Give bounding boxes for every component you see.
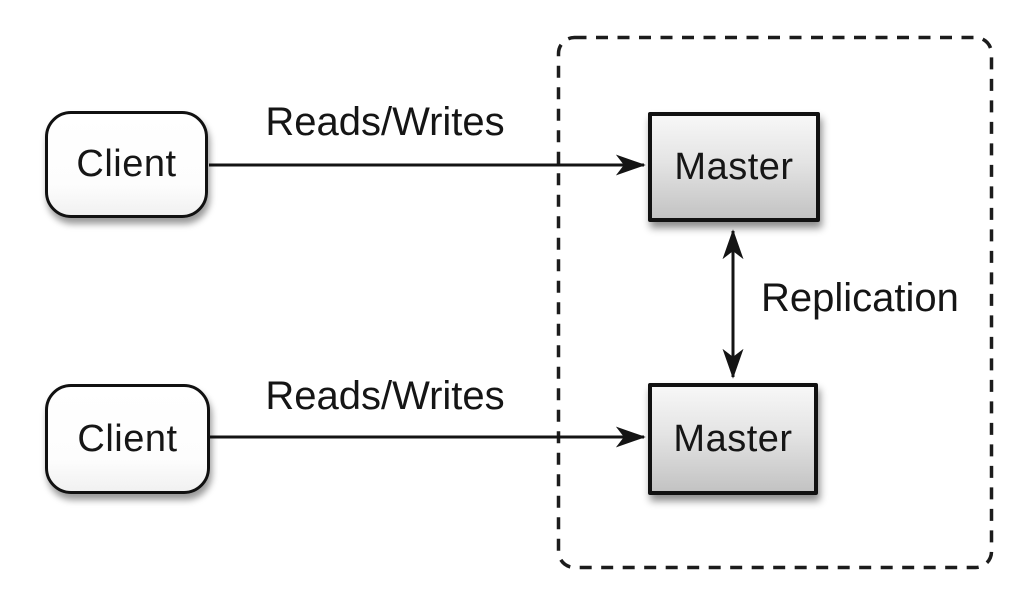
- replication-zone-dashed-border: [556, 35, 994, 570]
- node-client-1: Client: [45, 111, 208, 218]
- node-master-1-label: Master: [674, 145, 794, 188]
- node-master-2: Master: [648, 383, 818, 495]
- node-client-1-label: Client: [76, 143, 177, 185]
- node-master-1: Master: [648, 112, 820, 222]
- edge-label-reads-writes-bottom: Reads/Writes: [265, 374, 505, 418]
- edge-label-reads-writes-top: Reads/Writes: [265, 100, 505, 144]
- node-client-2-label: Client: [77, 417, 178, 460]
- edge-label-replication: Replication: [761, 276, 959, 320]
- node-master-2-label: Master: [673, 417, 793, 460]
- node-client-2: Client: [45, 384, 210, 494]
